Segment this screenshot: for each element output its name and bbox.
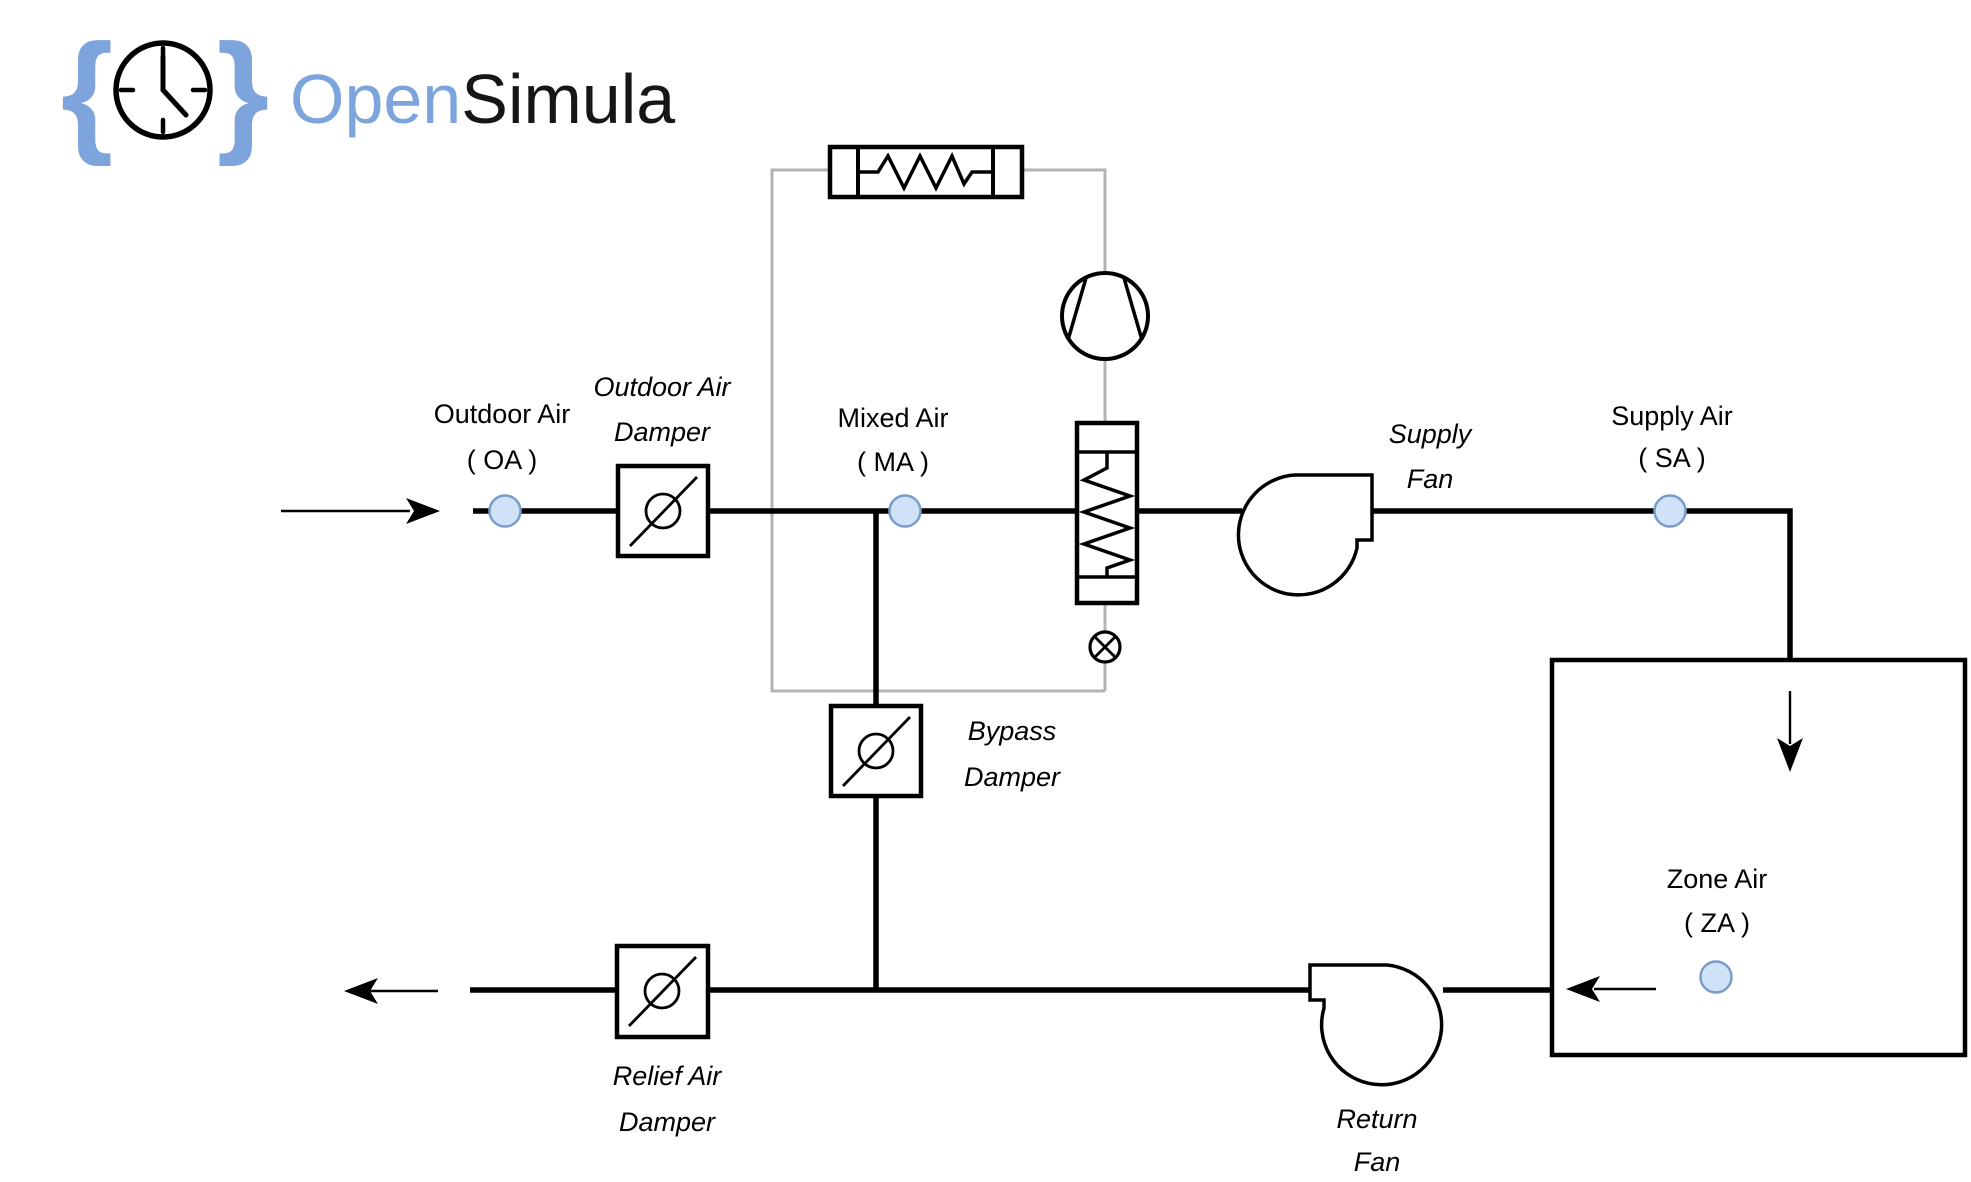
supply-fan-symbol [1236,473,1374,597]
bypass-damper-label-line2: Damper [964,762,1061,792]
logo-brace-left-icon: { [61,16,114,167]
heater-resistor-zigzag [858,151,993,192]
logo-brace-right-icon: } [217,16,270,167]
mixed-air-label: Mixed Air [837,403,948,433]
supply-air-code: ( SA ) [1638,443,1706,473]
relief-air-damper-label-line1: Relief Air [613,1061,723,1091]
outdoor-air-node [488,494,522,528]
supply-air-label: Supply Air [1611,401,1733,431]
return-fan-label-line2: Fan [1354,1147,1401,1177]
outdoor-air-damper-label-line2: Damper [614,417,711,447]
compressor-symbol [1060,271,1150,361]
zone-return-left-arrow [1566,976,1656,1002]
relief-air-damper-symbol [614,943,711,1040]
supply-air-duct [1370,508,1793,660]
zone-supply-down-arrow [1777,691,1803,772]
flow-arrows [281,498,1803,1004]
return-fan-symbol [1308,963,1444,1087]
duct-lines [470,508,1793,993]
outdoor-air-label: Outdoor Air [434,399,571,429]
bypass-damper-label-line1: Bypass [968,716,1057,746]
outdoor-air-damper-symbol [615,463,711,559]
zone-air-code: ( ZA ) [1684,908,1750,938]
electric-heater-symbol [827,144,1025,200]
mixed-air-code: ( MA ) [857,447,929,477]
supply-air-node [1653,494,1687,528]
zone-box [1549,657,1968,1058]
valve-icon [1088,630,1122,664]
coil-symbol [1074,420,1140,606]
logo-text-simula: Simula [461,60,675,138]
bypass-circuit-left-line [770,168,1105,693]
outdoor-air-code: ( OA ) [467,445,538,475]
zone-air-node [1699,960,1733,994]
logo-text-open: Open [290,60,461,138]
clock-icon [113,40,213,140]
mixed-air-node [888,494,922,528]
bypass-damper-symbol [828,703,924,799]
outdoor-air-inlet-arrow [281,498,440,524]
outdoor-air-damper-label-line1: Outdoor Air [593,372,731,402]
zone-air-label: Zone Air [1667,864,1768,894]
relief-air-outlet-arrow [344,978,438,1004]
coil-zigzag [1078,452,1136,577]
return-fan-label-line1: Return [1336,1104,1417,1134]
logo-wordmark: OpenSimula [290,60,675,138]
supply-fan-label-line2: Fan [1407,464,1454,494]
relief-air-damper-label-line2: Damper [619,1107,716,1137]
supply-fan-label-line1: Supply [1389,419,1473,449]
opensimula-logo: { } OpenSimula [61,16,676,167]
